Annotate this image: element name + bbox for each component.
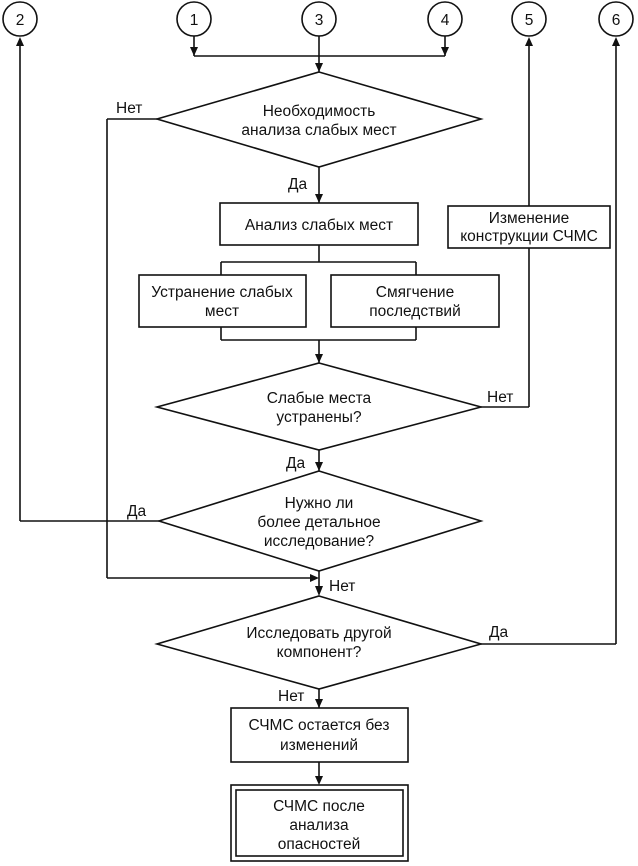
svg-text:6: 6 (612, 12, 621, 29)
label-no-detailed: Нет (329, 578, 355, 595)
svg-text:1: 1 (190, 12, 199, 29)
process-weak-spot-analysis: Анализ слабых мест (219, 202, 419, 246)
svg-text:Изменение: Изменение (489, 210, 570, 227)
label-no-weak-analysis: Нет (116, 100, 142, 117)
svg-text:последствий: последствий (369, 303, 461, 320)
process-change-design: Изменение конструкции СЧМС (447, 205, 611, 249)
svg-text:5: 5 (525, 12, 534, 29)
svg-text:Необходимость: Необходимость (263, 103, 376, 120)
connector-3: 3 (301, 1, 337, 37)
process-mitigate-consequences: Смягчение последствий (330, 274, 500, 328)
svg-text:СЧМС после: СЧМС после (273, 798, 365, 815)
svg-text:Исследовать другой: Исследовать другой (246, 625, 391, 642)
connector-2: 2 (2, 1, 38, 37)
svg-text:устранены?: устранены? (276, 409, 362, 426)
svg-text:Устранение слабых: Устранение слабых (151, 284, 293, 301)
svg-text:Слабые места: Слабые места (267, 390, 372, 407)
terminal-system-after-analysis: СЧМС после анализа опасностей (230, 784, 409, 862)
svg-text:Нужно ли: Нужно ли (285, 495, 354, 512)
svg-text:мест: мест (205, 303, 239, 320)
arrowheads (16, 37, 620, 785)
connector-1: 1 (176, 1, 212, 37)
svg-text:Анализ слабых мест: Анализ слабых мест (245, 217, 393, 234)
svg-text:4: 4 (441, 12, 450, 29)
decision-detailed-study-needed: Нужно ли более детальное исследование? (156, 470, 484, 572)
connector-4: 4 (427, 1, 463, 37)
svg-text:3: 3 (315, 12, 324, 29)
decision-study-other-component: Исследовать другой компонент? (154, 595, 484, 690)
label-yes-eliminated: Да (286, 455, 305, 472)
svg-text:более детальное: более детальное (257, 514, 380, 531)
label-yes-detailed: Да (127, 503, 146, 520)
svg-text:компонент?: компонент? (277, 644, 362, 661)
label-yes-other: Да (489, 624, 508, 641)
label-no-eliminated: Нет (487, 389, 513, 406)
svg-text:изменений: изменений (280, 737, 358, 754)
connector-5: 5 (511, 1, 547, 37)
svg-text:анализа: анализа (289, 817, 349, 834)
svg-text:Смягчение: Смягчение (376, 284, 454, 301)
svg-text:СЧМС остается без: СЧМС остается без (249, 717, 390, 734)
svg-text:2: 2 (16, 12, 25, 29)
decision-weak-spots-eliminated: Слабые места устранены? (153, 362, 485, 451)
label-no-other: Нет (278, 688, 304, 705)
decision-weak-spots-needed: Необходимость анализа слабых мест (154, 71, 484, 168)
svg-text:опасностей: опасностей (278, 836, 361, 853)
label-yes-weak-analysis: Да (288, 176, 307, 193)
process-system-unchanged: СЧМС остается без изменений (230, 707, 409, 763)
connector-6: 6 (598, 1, 634, 37)
svg-text:анализа слабых мест: анализа слабых мест (241, 122, 396, 139)
process-eliminate-weak-spots: Устранение слабых мест (138, 274, 307, 328)
svg-text:исследование?: исследование? (264, 533, 375, 550)
svg-text:конструкции СЧМС: конструкции СЧМС (460, 228, 598, 245)
